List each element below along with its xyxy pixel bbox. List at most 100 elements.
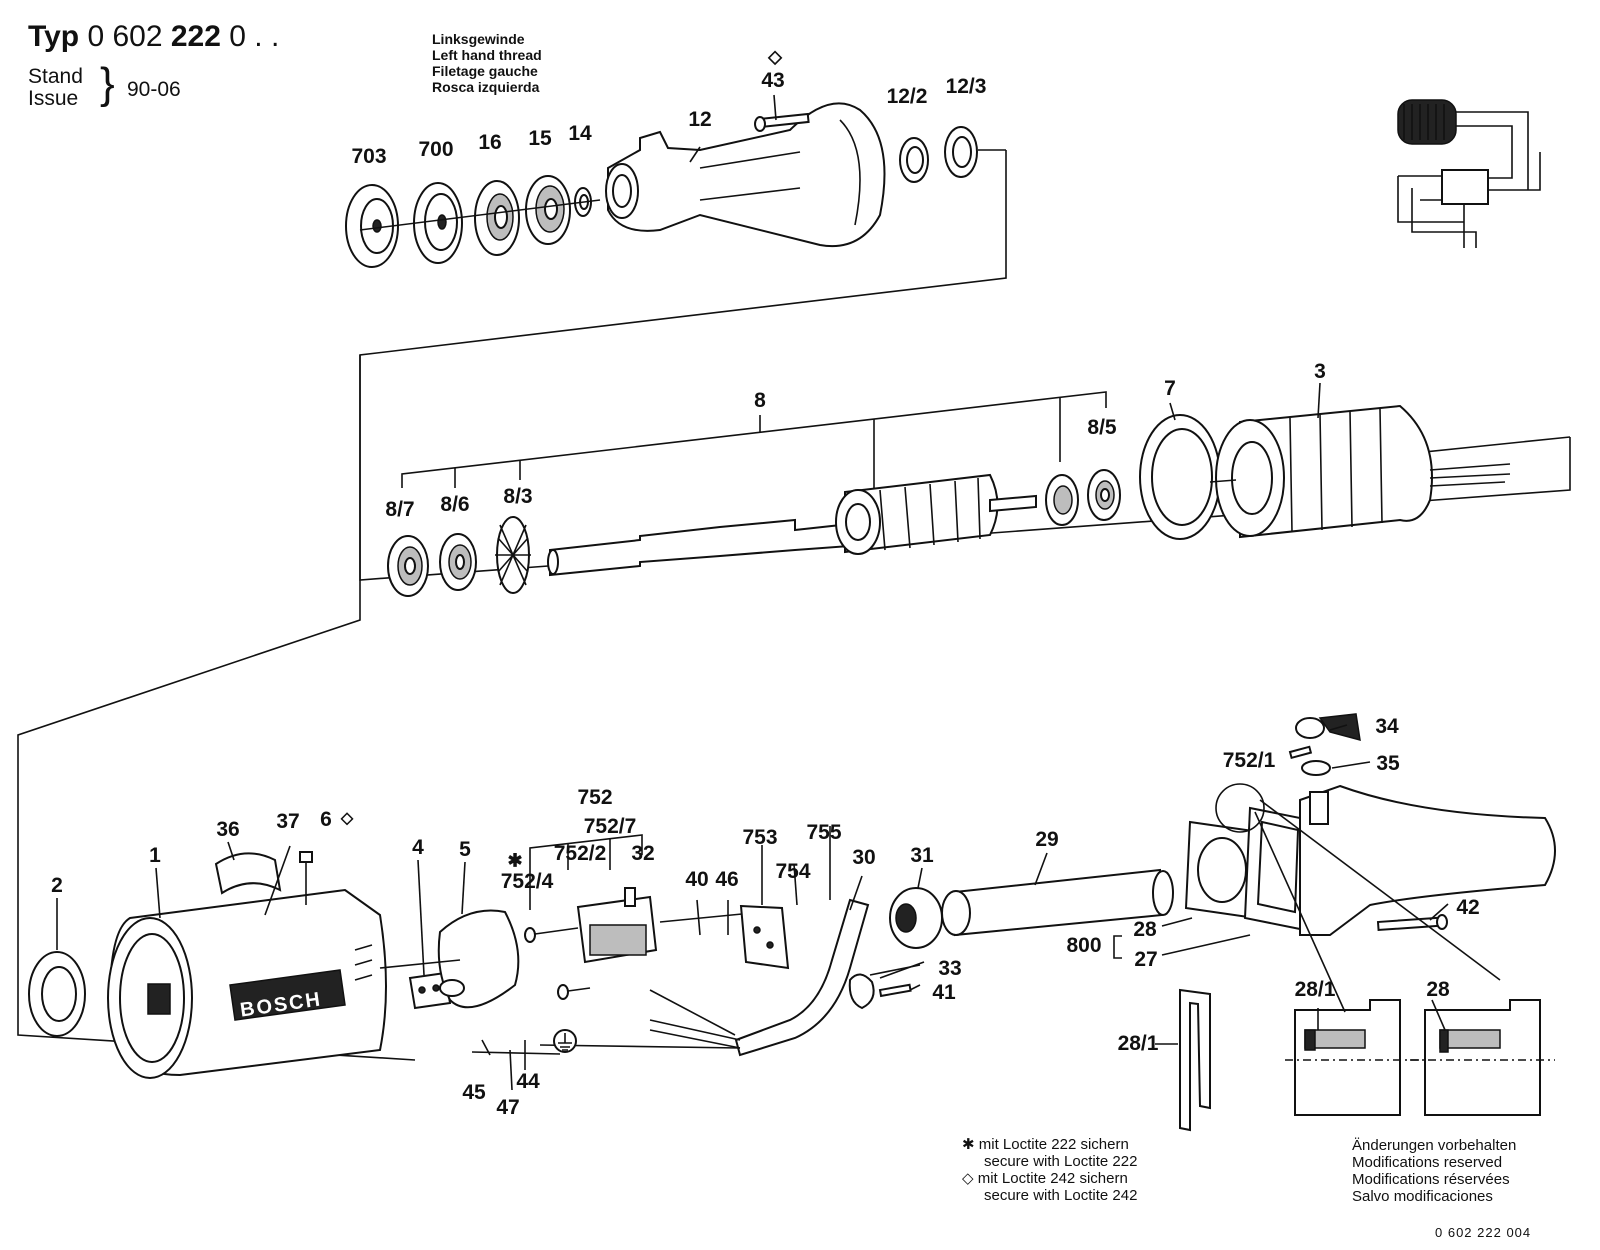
label-29: 29 [1035,828,1059,851]
label-754: 754 [775,860,811,883]
part-36-label [214,852,282,895]
stand-brace: } [100,59,115,108]
part-8-armature [547,473,1037,577]
typ-prefix: 0 602 [87,20,163,53]
label-30: 30 [852,846,876,869]
label-12-3: 12/3 [945,75,987,98]
label-36: 36 [216,818,240,841]
part-8-7-bearing [387,535,429,597]
part-8-3-fan [495,516,531,594]
lh-line-es: Rosca izquierda [432,79,540,95]
part-6-screw [299,851,313,905]
note-star-de: mit Loctite 222 sichern [978,1136,1129,1153]
part-29-cable-sleeve [941,868,1174,937]
ground-symbol [553,1029,577,1053]
label-752-4-star: ✱ [507,850,523,871]
label-752-4: 752/4 [500,870,554,893]
label-8-3: 8/3 [503,485,533,508]
part-30-cable [649,898,870,1057]
section-view-a [1285,999,1420,1116]
part-5-cover [437,909,520,1009]
part-4-brush-holder [408,971,452,1010]
label-800: 800 [1066,934,1102,957]
part-2-ring [28,951,86,1037]
issue-label: Issue [28,87,79,110]
label-753: 753 [742,826,778,849]
mod-fr: Modifications réservées [1352,1171,1510,1188]
part-703-flange [345,184,399,268]
bracket-8 [401,391,1107,490]
left-hand-thread-note: Linksgewinde Left hand thread Filetage g… [432,31,542,95]
part-8-5b-bearing [1087,469,1121,521]
part-41-screw [878,983,912,998]
label-46: 46 [715,868,739,891]
label-752: 752 [577,786,613,809]
part-7-ring [1139,414,1221,540]
label-15: 15 [528,127,552,150]
label-703: 703 [351,145,387,168]
label-8-6: 8/6 [440,493,470,516]
lh-line-de: Linksgewinde [432,31,525,47]
modification-notes: Änderungen vorbehalten Modifications res… [1352,1137,1516,1205]
part-16-nut [474,180,520,256]
label-35: 35 [1376,752,1400,775]
label-12: 12 [688,108,712,131]
label-6: 6 [320,808,332,831]
part-8-5-bearing [1045,474,1079,526]
part-handle-body [1299,784,1556,936]
loctite-notes: ✱ mit Loctite 222 sichern secure with Lo… [962,1136,1137,1204]
label-37: 37 [276,810,300,833]
stand-issue-labels: Stand Issue [28,66,83,110]
part-752-switch [524,887,658,1000]
label-8-7: 8/7 [385,498,415,521]
mod-es: Salvo modificaciones [1352,1188,1493,1205]
part-42-screw [1376,914,1448,932]
note-diamond-en: secure with Loctite 242 [984,1187,1138,1204]
label-28-section: 28 [1426,978,1450,1001]
part-15-bearing [525,175,571,245]
label-8: 8 [754,389,766,412]
part-28-1-clip [1179,988,1211,1132]
label-6-diamond: ◇ [340,810,354,827]
part-700-flange [413,182,463,264]
part-12-gear-housing [605,102,886,248]
typ-suffix: 0 . . [229,20,280,53]
label-752-2: 752/2 [553,842,607,865]
label-32: 32 [631,842,655,865]
part-43-screw [754,112,810,132]
typ-label: Typ [28,20,80,53]
label-40: 40 [685,868,709,891]
label-14: 14 [568,122,592,145]
label-1: 1 [149,844,161,867]
label-47: 47 [496,1096,520,1119]
part-12-3-ring [944,126,978,178]
stand-label: Stand [28,65,83,88]
document-number: 0 602 222 004 [1435,1225,1532,1240]
label-752-7: 752/7 [583,815,637,838]
label-8-5: 8/5 [1087,416,1117,439]
part-12-2-ring [899,137,929,183]
label-3: 3 [1314,360,1326,383]
wiring-schematic [1397,99,1541,248]
mod-de: Änderungen vorbehalten [1352,1137,1517,1154]
part-1-motor-housing [107,888,387,1079]
label-28-upper: 28 [1133,918,1157,941]
label-752-1: 752/1 [1222,749,1276,772]
label-27: 27 [1134,948,1158,971]
label-5: 5 [459,838,471,861]
label-45: 45 [462,1081,486,1104]
label-755: 755 [806,821,842,844]
label-44: 44 [516,1070,540,1093]
part-3-stator [1215,404,1511,539]
label-28-1-clip: 28/1 [1117,1032,1159,1055]
part-31-bushing [889,887,943,949]
label-4: 4 [412,836,424,859]
type-number: Typ 0 602 222 0 . . [28,20,279,54]
label-28-1-section: 28/1 [1294,978,1336,1001]
mod-en: Modifications reserved [1352,1154,1503,1171]
label-7: 7 [1164,377,1176,400]
lh-line-fr: Filetage gauche [432,63,538,79]
section-view-b [1410,999,1555,1116]
note-diamond-de: mit Loctite 242 sichern [977,1170,1128,1187]
note-star-symbol: ✱ [962,1136,975,1153]
